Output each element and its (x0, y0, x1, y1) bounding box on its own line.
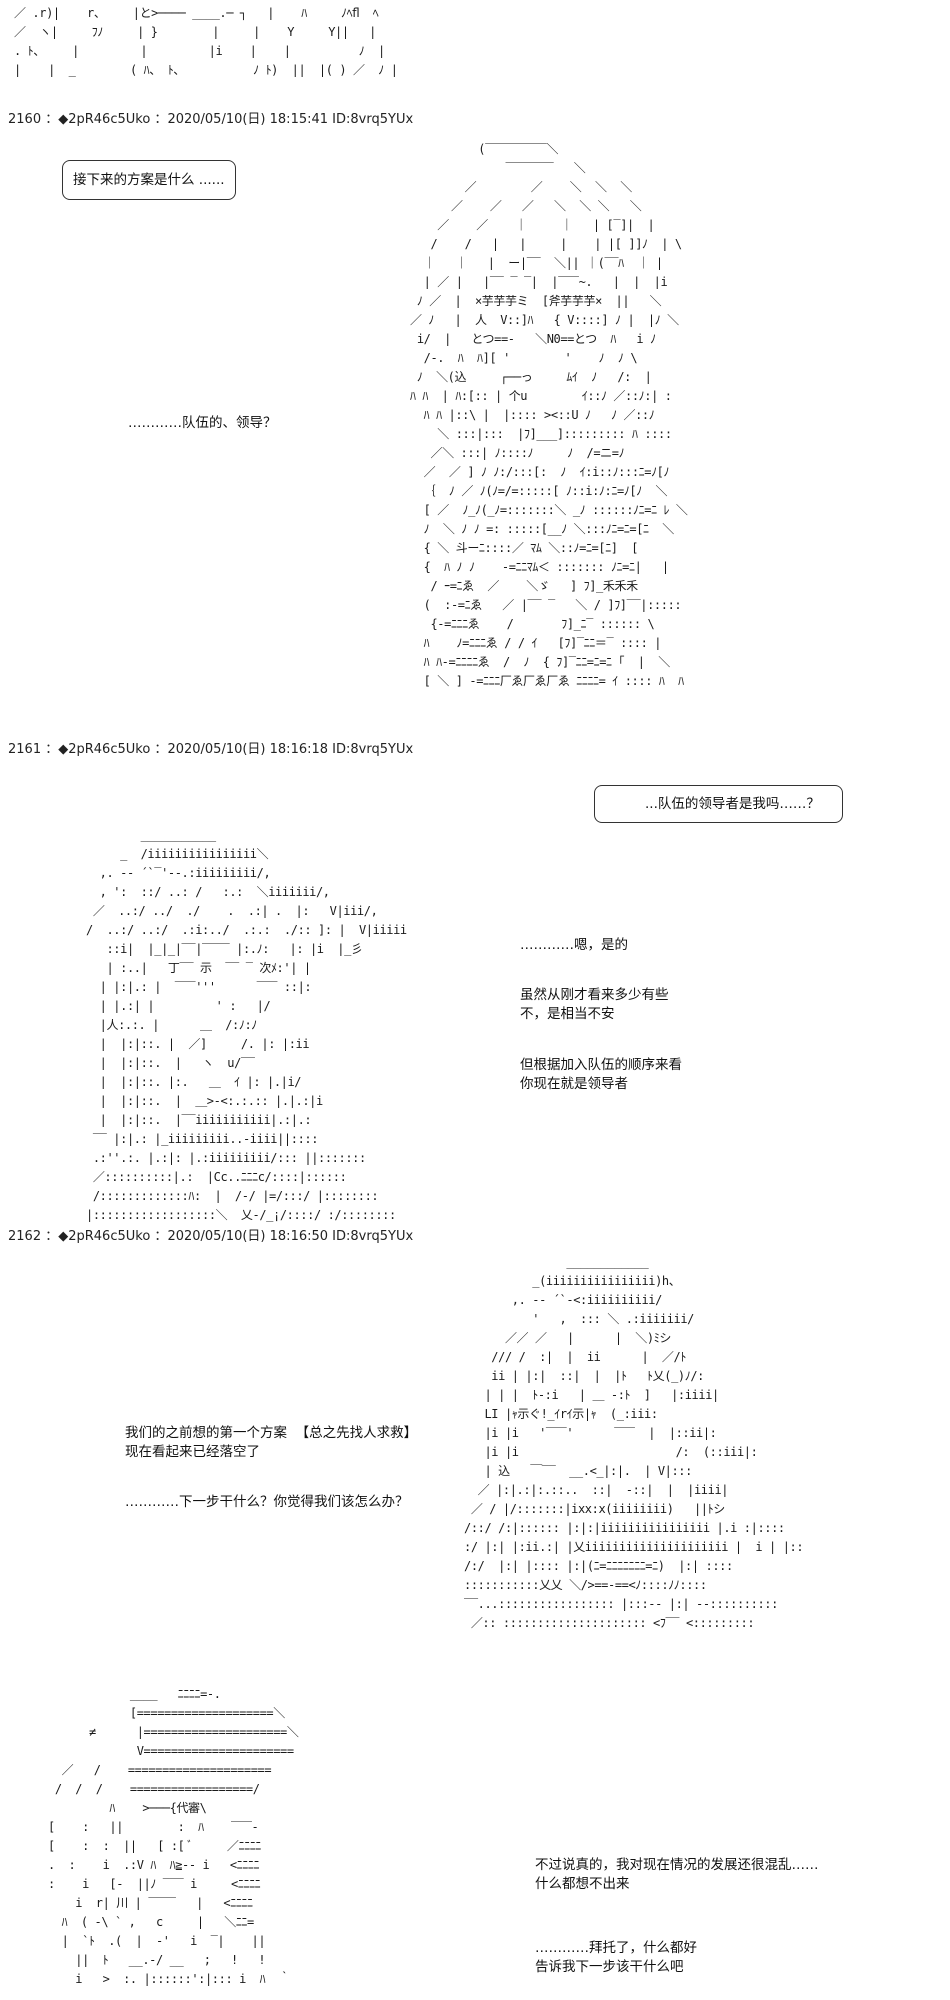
dialogue-line: 但根据加入队伍的顺序来看 (520, 1057, 682, 1073)
dialogue-line: …………拜托了，什么都好 (535, 1940, 697, 1956)
aa-character-3: ____________ _(iiiiiiiiiiiiiiii)h、 ,. -‐… (464, 1255, 804, 1630)
post-number: 2162 (8, 1229, 42, 1244)
bubble-text: ...队伍的领导者是我吗……？ (645, 796, 820, 812)
aa-character-2: ___________ _ /iiiiiiiiiiiiiiii＼ ,. -‐ ´… (86, 828, 407, 1222)
dialogue-line: …………嗯，是的 (520, 937, 628, 953)
post-date: 2020/05/10(日) 18:16:18 (167, 742, 329, 757)
bubble-text: 接下来的方案是什么 ...... (73, 172, 225, 188)
post-header-2160: 2160 ：◆2pR46c5Uko ：2020/05/10(日) 18:15:4… (8, 112, 414, 127)
speech-bubble: ...队伍的领导者是我吗……？ (594, 785, 843, 823)
aa-character-1: (‾‾‾‾‾‾‾‾‾＼ ‾‾‾‾‾‾‾ ＼ ／ ／ ＼ ＼ ＼ ／ ／ ／ ＼ … (410, 142, 688, 688)
post-date: 2020/05/10(日) 18:16:50 (167, 1229, 329, 1244)
speech-bubble: 接下来的方案是什么 ...... (62, 160, 236, 200)
post-trip: ◆2pR46c5Uko (58, 1229, 151, 1244)
dialogue-line: 不过说真的，我对现在情况的发展还很混乱…… (535, 1857, 819, 1873)
aa-character-4: ____ ﾆﾆﾆﾆ=-. [====================＼ ≠ |=… (48, 1687, 299, 1986)
post-trip: ◆2pR46c5Uko (58, 742, 151, 757)
post-number: 2160 (8, 112, 42, 127)
dialogue-line: …………下一步干什么？你觉得我们该怎么办？ (125, 1494, 409, 1510)
dialogue-line: 什么都想不出来 (535, 1876, 630, 1892)
dialogue-line: 告诉我下一步该干什么吧 (535, 1959, 684, 1975)
aa-top-fragment: ／ .r)| r、 |と>──── ____.─ ┐ | ﾊ ﾉﾍﬂ ﾍ ／ ヽ… (14, 6, 398, 77)
dialogue-line: 我们的之前想的第一个方案 【总之先找人求救】 (125, 1425, 418, 1441)
post-id: ID:8vrq5YUx (332, 1229, 414, 1244)
post-id: ID:8vrq5YUx (332, 112, 414, 127)
dialogue-line: 现在看起来已经落空了 (125, 1444, 260, 1460)
post-id: ID:8vrq5YUx (332, 742, 414, 757)
post-trip: ◆2pR46c5Uko (58, 112, 151, 127)
dialogue-line: 不，是相当不安 (520, 1006, 615, 1022)
post-header-2162: 2162 ：◆2pR46c5Uko ：2020/05/10(日) 18:16:5… (8, 1229, 414, 1244)
dialogue-line: 虽然从刚才看来多少有些 (520, 987, 669, 1003)
post-date: 2020/05/10(日) 18:15:41 (167, 112, 329, 127)
dialogue-line: 你现在就是领导者 (520, 1076, 628, 1092)
post-number: 2161 (8, 742, 42, 757)
post-header-2161: 2161 ：◆2pR46c5Uko ：2020/05/10(日) 18:16:1… (8, 742, 414, 757)
dialogue-line: …………队伍的、领导？ (128, 415, 277, 431)
